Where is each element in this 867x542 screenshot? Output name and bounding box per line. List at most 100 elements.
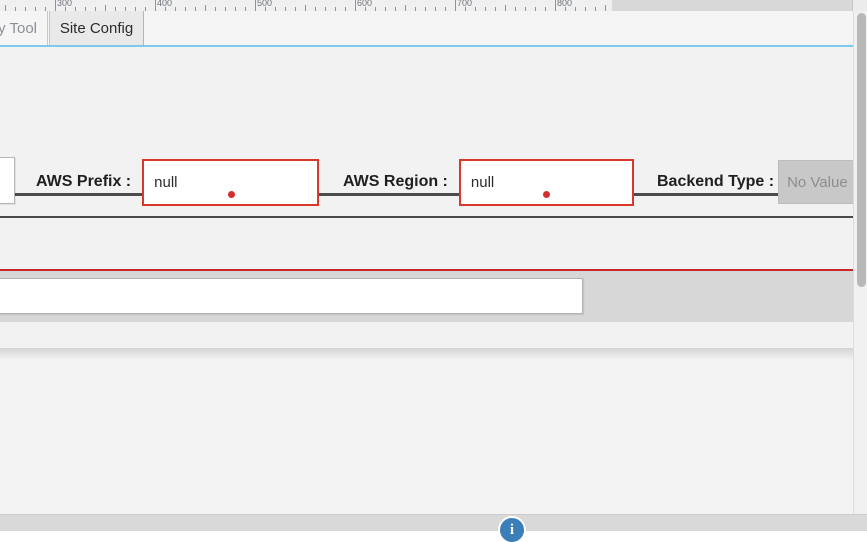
aws-region-label: AWS Region : [343,173,448,190]
ruler-label: 300 [57,0,73,8]
ruler-tick [525,7,526,11]
ruler-label: 400 [157,0,173,8]
partial-text-input-left[interactable] [0,157,15,204]
tab-strip: y Tool Site Config [0,11,853,47]
ruler-label: 700 [457,0,473,8]
ruler-tick [475,7,476,11]
ruler-tick [455,0,456,11]
ruler-tick [245,7,246,11]
ruler-tick [445,7,446,11]
ruler-tick [355,0,356,11]
ruler-tick [545,7,546,11]
ruler-tick [5,5,6,11]
page-background [0,348,867,514]
aws-region-required-dot [542,190,550,198]
backend-type-select[interactable]: No Value [778,160,865,204]
ruler-tick [375,7,376,11]
ruler-tick [385,7,386,11]
aws-prefix-value: null [154,173,178,191]
ruler-tick [535,7,536,11]
ruler-tick [135,7,136,11]
ruler-tick [325,7,326,11]
ruler-tick [495,7,496,11]
tab-y-tool-label: y Tool [0,19,37,37]
ruler-tick [115,7,116,11]
tab-site-config-label: Site Config [59,19,134,37]
ruler-tick [215,7,216,11]
ruler-tick [255,0,256,11]
ruler-tick [145,7,146,11]
aws-region-value: null [470,173,495,191]
ruler-tick [485,7,486,11]
aws-prefix-label: AWS Prefix : [36,173,132,190]
ruler-tick [55,0,56,11]
ruler-tick [515,7,516,11]
info-icon[interactable]: i [500,518,524,542]
ruler-tick [315,7,316,11]
ruler-tick [85,7,86,11]
vertical-scrollbar-thumb[interactable] [857,13,866,287]
ruler-tick [185,7,186,11]
ruler-tick [395,7,396,11]
tab-y-tool[interactable]: y Tool [0,11,48,45]
ruler-tick [565,7,566,11]
field-backend-type: Backend Type : No Value [657,152,865,212]
ruler-tick [465,7,466,11]
ruler-shaded-region [612,0,867,11]
ruler-tick [305,5,306,11]
lower-band [0,322,853,349]
ruler-tick [225,7,226,11]
ruler-tick [575,7,576,11]
ruler-tick [435,7,436,11]
wide-text-input[interactable] [0,278,583,314]
ruler-tick [605,5,606,11]
tab-site-config[interactable]: Site Config [49,11,144,45]
aws-prefix-required-dot [228,190,236,198]
ruler-tick [75,7,76,11]
ruler-tick [285,7,286,11]
ruler-tick [585,7,586,11]
ruler-tick [235,7,236,11]
gray-panel [0,271,853,322]
ruler-tick [275,7,276,11]
ruler-tick [45,7,46,11]
ruler-tick [155,0,156,11]
ruler-label: 800 [557,0,573,8]
ruler-label: 500 [257,0,273,8]
ruler-tick [15,7,16,11]
ruler-tick [425,7,426,11]
field-aws-prefix: AWS Prefix : null [36,152,320,212]
ruler-tick [95,7,96,11]
backend-type-label: Backend Type : [657,173,775,190]
form-row: AWS Prefix : null AWS Region : null Back… [0,152,865,212]
ruler-tick [125,7,126,11]
section-divider-top [0,193,853,196]
ruler-tick [505,5,506,11]
aws-region-input[interactable]: null [458,158,634,206]
aws-prefix-input[interactable]: null [142,158,320,206]
page-shadow [0,348,867,360]
ruler-tick [25,7,26,11]
ruler-tick [555,0,556,11]
ruler-tick [595,7,596,11]
field-aws-region: AWS Region : null [343,152,634,212]
ruler-tick [365,7,366,11]
ruler-label: 600 [357,0,373,8]
error-divider [0,269,853,271]
ruler-tick [175,7,176,11]
vertical-scrollbar[interactable] [853,11,867,514]
ruler-tick [295,7,296,11]
backend-type-value: No Value [787,173,848,191]
ruler-tick [345,7,346,11]
ruler-tick [415,7,416,11]
bottom-status-bar [0,514,867,531]
ruler-end-cap [852,0,867,11]
ruler-tick [265,7,266,11]
section-divider-middle [0,216,853,218]
ruler-tick [105,5,106,11]
ruler-tick [405,5,406,11]
ruler-tick [195,7,196,11]
ruler-tick [165,7,166,11]
ruler-tick [65,7,66,11]
